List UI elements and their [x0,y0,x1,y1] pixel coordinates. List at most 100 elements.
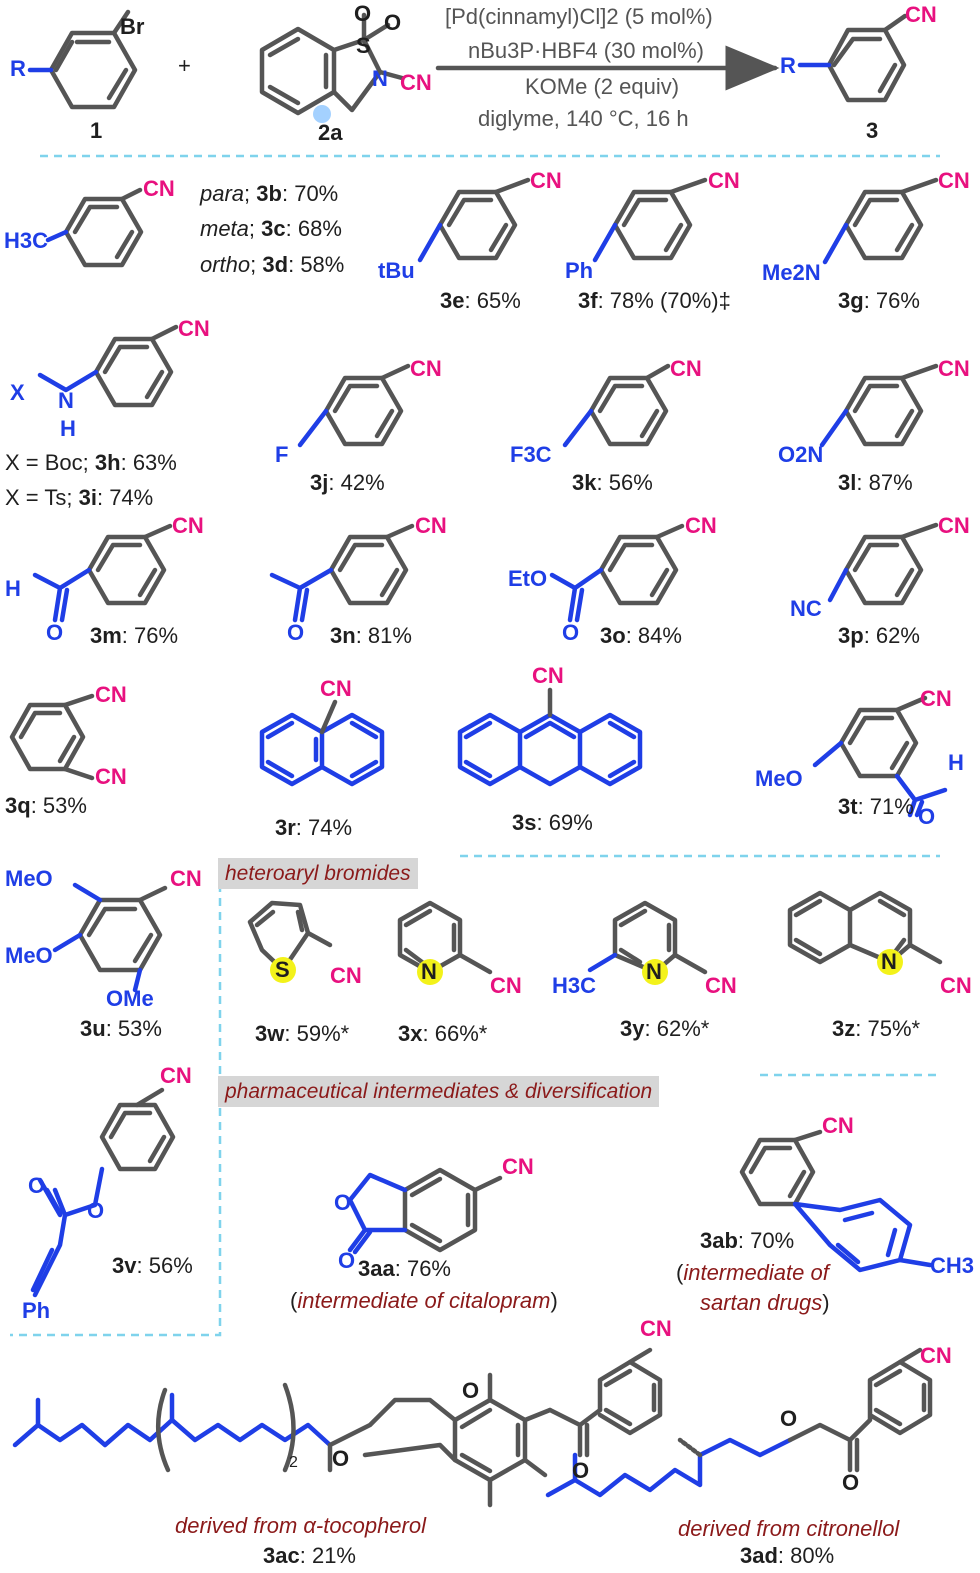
ch3-label-3ab: CH3 [930,1253,975,1278]
cn-label-3t: CN [920,686,952,711]
bromine-label: Br [120,14,145,39]
cn-label-3u: CN [170,866,202,891]
product-cn: CN [905,2,937,27]
cn-label-3q-1: CN [95,682,127,707]
o-label-3m: O [46,620,64,645]
o-label-3ac-ester: O [462,1378,480,1403]
o-label-3aa-1: O [334,1190,352,1215]
product-r-label: R [780,53,796,78]
structure-3n [269,523,415,623]
highlight-s [270,957,296,983]
nc-label: NC [790,596,822,621]
highlight-carbon [313,105,331,123]
cn-label-3ad: CN [920,1343,952,1368]
nh-h-label: H [60,416,76,441]
product-label: 3 [866,118,879,143]
sulfur-label: S [356,33,371,58]
yield-3aa: 3aa: 76% [358,1256,451,1281]
highlight-n-3y [642,959,668,985]
s-label-3w: S [275,957,290,982]
cn-label-3q-2: CN [95,764,127,789]
structure-3aa [347,1167,503,1255]
structure-3v [30,1087,176,1298]
cn-label-3v: CN [160,1063,192,1088]
structure-3j [297,363,411,448]
h-label-3m: H [5,576,21,601]
me2n-label: Me2N [762,260,821,285]
o-label-3v-2: O [87,1198,105,1223]
yield-3h: X = Boc; 3h: 63% [5,450,177,475]
cn-label-3y: CN [705,973,737,998]
yield-3x: 3x: 66%* [398,1021,488,1046]
cn-label-3k: CN [670,356,702,381]
condition-line-4: diglyme, 140 °C, 16 h [478,106,689,131]
yield-3z: 3z: 75%* [832,1016,921,1041]
reagent-1-structure [27,9,138,110]
n-label-3y: N [646,959,662,984]
o-label-3ac-carbonyl: O [572,1458,590,1483]
yield-3m: 3m: 76% [90,623,179,648]
yield-3d: ortho; 3d: 58% [200,252,345,277]
cn-label-3s: CN [532,663,564,688]
tbu-label: tBu [378,258,415,283]
structure-3o [549,523,685,623]
h3c-label-3y: H3C [552,973,597,998]
note-3ab-line2: sartan drugs) [700,1290,830,1315]
cn-label-3p: CN [938,513,970,538]
yield-3k: 3k: 56% [572,470,653,495]
cn-label-3ab: CN [822,1113,854,1138]
section-dividers [10,154,940,1337]
o2n-label: O2N [778,442,824,467]
o-label-3aa-2: O [338,1248,356,1273]
o-label-3v-1: O [28,1173,46,1198]
ome-label-3u: OMe [106,986,154,1011]
reagent-1-label: 1 [90,118,103,143]
structure-3l [819,363,939,448]
cn-label-3h: CN [178,316,210,341]
meo-label-3u-1: MeO [5,866,53,891]
note-3ac: derived from α-tocopherol [175,1513,426,1538]
structure-3b-d [45,187,144,268]
yield-3o: 3o: 84% [600,623,682,648]
nitrogen-label: N [372,66,388,91]
f-label: F [275,442,289,467]
section-pharma: pharmaceutical intermediates & diversifi… [218,1076,660,1108]
cn-label-3w: CN [330,963,362,988]
yield-3q: 3q: 53% [5,793,87,818]
yield-3r: 3r: 74% [275,815,353,840]
yield-3w: 3w: 59%* [255,1021,350,1046]
n-label-3x: N [421,959,437,984]
yield-3e: 3e: 65% [440,288,521,313]
structure-3y [587,900,708,975]
repeat-subscript: 2 [289,1454,298,1471]
note-3ab-line1: (intermediate of [676,1260,829,1285]
yield-3t: 3t: 71% [838,794,914,819]
structure-3h-i [37,324,179,408]
highlight-n-3x [417,959,443,985]
h3c-label: H3C [4,228,49,253]
section-heteroaryl: heteroaryl bromides [218,858,418,890]
meo-label-3t: MeO [755,766,803,791]
reagent-2a-structure [259,12,405,116]
yield-3ac: 3ac: 21% [263,1543,356,1568]
ph-label-3v: Ph [22,1298,51,1323]
structure-3r [259,712,385,787]
structure-3f [592,177,708,263]
structure-3ab [739,1129,933,1273]
cn-label-3j: CN [410,356,442,381]
cn-label-3m: CN [172,513,204,538]
cn-label-3aa: CN [502,1154,534,1179]
structure-3g [822,177,939,265]
structure-3s [457,712,643,787]
sulfonyl-o-2: O [384,10,402,35]
yield-3b: para; 3b: 70% [200,181,339,206]
cn-label-3ac: CN [640,1316,672,1341]
condition-line-1: [Pd(cinnamyl)Cl]2 (5 mol%) [445,4,713,29]
f3c-label: F3C [510,442,552,467]
cn-label-3o: CN [685,513,717,538]
o-label-3t: O [918,804,936,829]
n-label-3z: N [881,949,897,974]
eto-label: EtO [508,566,548,591]
